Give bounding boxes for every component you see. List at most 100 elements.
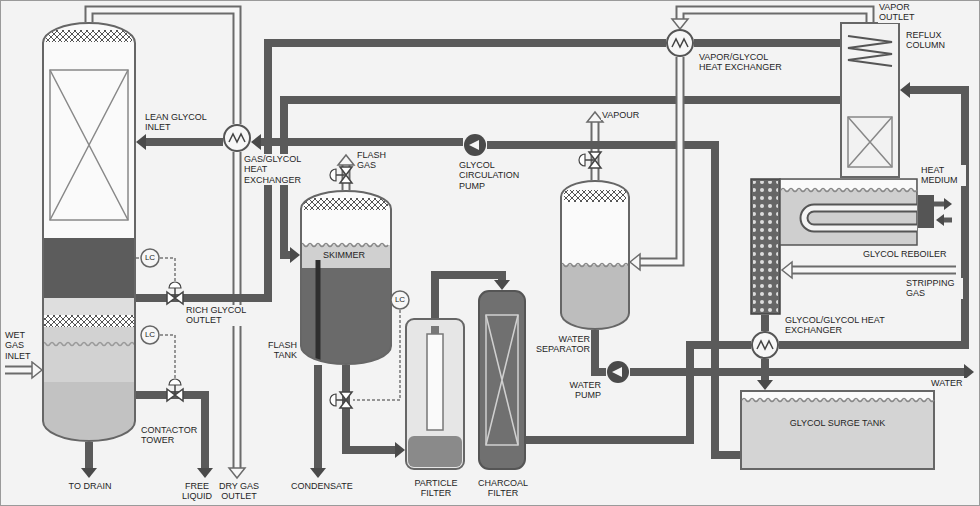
stream-label: HEAT MEDIUM — [920, 165, 966, 186]
signal-line — [160, 335, 175, 384]
vessel-outline — [43, 23, 135, 441]
glycol-reboiler: GLYCOL REBOILER — [750, 178, 918, 315]
stripping-column — [751, 179, 780, 314]
arrowhead — [310, 468, 326, 478]
pressure-valve — [579, 152, 601, 168]
level-controller: LC — [390, 290, 410, 310]
heat-exchanger: VAPOR/GLYCOL HEAT EXCHANGER — [666, 29, 694, 57]
vessel-body — [561, 181, 629, 329]
pipe-connector — [630, 57, 680, 270]
equipment-label: REFLUX COLUMN — [905, 30, 969, 51]
skimmer-tube — [316, 260, 321, 364]
stream-label: LEAN GLYCOL INLET — [144, 112, 208, 133]
equipment-label: CHARCOAL FILTER — [470, 478, 536, 499]
pump-casing — [607, 361, 629, 383]
water-pump-outline — [606, 360, 630, 384]
shape-part — [43, 23, 135, 238]
shape-part — [741, 391, 934, 469]
signal-line — [136, 257, 140, 259]
equipment-label: FLASH TANK — [262, 340, 298, 361]
particle-filter: PARTICLE FILTER — [405, 318, 465, 470]
valve-actuator — [330, 394, 336, 406]
reflux-column: REFLUX COLUMN — [840, 22, 900, 178]
equipment-label: SKIMMER — [323, 250, 373, 260]
valve-stem — [336, 399, 346, 401]
shape-part — [742, 399, 934, 402]
valve-stem — [585, 159, 595, 161]
vapour-pipe — [591, 122, 600, 180]
stream-label: STRIPPING GAS — [905, 278, 963, 299]
control-valve — [167, 282, 183, 304]
liquid-pipe — [694, 39, 840, 47]
equipment-label: GLYCOL CIRCULATION PUMP — [458, 160, 535, 191]
arrowhead — [290, 247, 300, 263]
condensate-pipe — [314, 365, 322, 468]
liquid-pipe — [761, 315, 769, 331]
equipment-label: WATER SEPARATOR — [528, 334, 591, 355]
arrowhead — [136, 134, 146, 150]
packing — [848, 117, 892, 167]
stream-label: FLASH GAS — [356, 150, 398, 171]
vapour-pipe — [593, 121, 598, 181]
heat-medium-connection — [918, 195, 952, 228]
charcoal-filter-outline — [478, 290, 526, 470]
heat-medium-in — [944, 218, 952, 223]
reflux-column-outline — [840, 22, 900, 178]
shape-part — [479, 291, 525, 469]
packing-bubbles — [753, 181, 778, 312]
valve-stem — [174, 288, 176, 298]
flash-tank-outline — [300, 190, 392, 365]
arrowhead — [229, 468, 245, 478]
stream-label: RICH GLYCOL OUTLET — [185, 305, 257, 326]
arrowhead — [936, 214, 944, 226]
arrowhead — [630, 254, 640, 270]
liquid-pipe — [595, 330, 606, 372]
contactor-tower-outline — [42, 22, 136, 442]
charcoal-filter: CHARCOAL FILTER — [478, 290, 526, 470]
stream-label: FREE LIQUID — [178, 481, 216, 502]
stripping-gas-pipe — [792, 266, 956, 275]
instrument-tag: LC — [140, 330, 160, 339]
contactor-tower: CONTACTOR TOWER — [42, 22, 136, 442]
stripping-gas-pipe — [791, 268, 957, 273]
mist-pad — [43, 315, 135, 327]
equipment-label: VAPOR/GLYCOL HEAT EXCHANGER — [698, 52, 790, 73]
free-liquid-pipe — [136, 395, 205, 468]
shape-part — [561, 181, 629, 265]
shape-part — [43, 238, 135, 298]
arrowhead — [900, 82, 910, 98]
pipe-connector — [694, 43, 840, 44]
arrowhead — [32, 362, 42, 378]
surge-tank: GLYCOL SURGE TANK — [740, 390, 935, 470]
valve-stem — [336, 174, 346, 176]
shape-part — [408, 436, 462, 467]
pump-impeller — [612, 367, 622, 377]
exchanger-shell — [224, 125, 250, 151]
shape-part — [848, 117, 892, 167]
shape-part — [301, 191, 391, 245]
liquid-arrowheads — [81, 364, 974, 478]
heat-exchanger-outline — [666, 29, 694, 57]
pipe-connector — [136, 43, 666, 298]
wet-gas-pipe — [5, 366, 32, 375]
arrowhead — [757, 380, 773, 390]
valve-stem — [174, 385, 176, 395]
flash-tank: SKIMMERFLASH TANK — [300, 190, 392, 365]
heat-exchanger-outline — [751, 331, 779, 359]
shape-part — [486, 315, 518, 445]
exchanger-shell — [752, 332, 778, 358]
equipment-label: GLYCOL SURGE TANK — [740, 418, 935, 428]
gas-pipe — [680, 10, 870, 22]
arrowhead — [494, 280, 510, 290]
liquid-pipe — [136, 43, 666, 298]
pipe-connector — [346, 365, 405, 458]
shape-part — [561, 264, 629, 267]
shape-part — [43, 382, 135, 441]
shape-part — [301, 245, 391, 268]
stream-label: VAPOUR — [601, 110, 648, 120]
pipe-connector — [757, 359, 773, 390]
particle-filter-outline — [405, 318, 465, 470]
valve-actuator — [330, 169, 336, 181]
gas-pipe-core — [640, 57, 680, 262]
